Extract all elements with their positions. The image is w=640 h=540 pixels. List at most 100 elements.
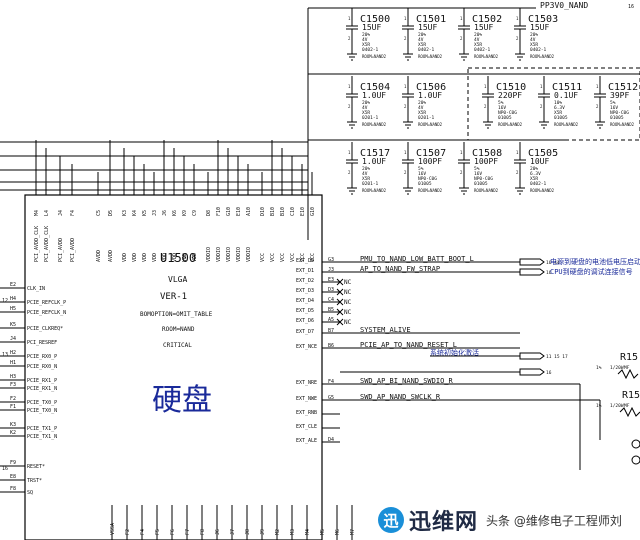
left-pin-name: PCIE_TX0_P — [27, 400, 57, 406]
resistor-spec: 1/20W — [610, 403, 624, 409]
capacitor-spec: 4V — [418, 37, 424, 43]
capacitor-pin-2: 2 — [596, 104, 599, 109]
capacitor-spec: 20% — [530, 32, 538, 38]
capacitor-spec: X5R — [554, 110, 562, 116]
capacitor-value: 15UF — [530, 23, 549, 32]
capacitor-pin-1: 1 — [540, 84, 543, 89]
capacitor-spec: 4V — [418, 105, 424, 111]
net-name: SWD_AP_NAND_SWCLK_R — [360, 393, 441, 401]
chip-critical: CRITICAL — [163, 342, 192, 349]
resistor-spec: 1% — [596, 365, 602, 371]
left-pin-number: H1 — [10, 360, 16, 366]
top-pin-name: PCI_AVDD — [58, 238, 64, 262]
top-pin-name: VDD — [142, 253, 148, 262]
capacitor-spec: 5% — [474, 166, 480, 172]
top-pin-name: VDDIO — [236, 247, 242, 262]
capacitor-spec: NP0-C0G — [498, 110, 517, 116]
capacitor-spec: 01005 — [418, 181, 432, 187]
right-pin-number: G5 — [328, 395, 334, 401]
capacitor-pin-1: 1 — [484, 84, 487, 89]
capacitor-value: 15UF — [362, 23, 381, 32]
capacitor-spec: X5R — [362, 42, 370, 48]
capacitor-spec: 16V — [474, 171, 482, 177]
capacitor-spec: X5R — [418, 42, 426, 48]
capacitor-spec: 4V — [362, 105, 368, 111]
left-pin-name: PCIE_REFCLK_P — [27, 300, 66, 306]
capacitor-spec: NP0-C0G — [418, 176, 437, 182]
power-rail-page-ref: 16 — [628, 4, 634, 10]
left-edge-ref: 16 — [2, 466, 8, 472]
resistor-symbol — [619, 406, 640, 418]
resistor-ref: R15 — [620, 352, 638, 363]
top-pin-number: J4 — [58, 210, 64, 216]
resistor-spec: MF — [624, 403, 630, 409]
capacitor-pin-2: 2 — [516, 36, 519, 41]
capacitor-pin-2: 2 — [348, 36, 351, 41]
capacitor-pin-1: 1 — [348, 84, 351, 89]
left-pin-number: H3 — [10, 374, 16, 380]
left-pin-name: PCIE_REFCLK_N — [27, 310, 66, 316]
top-pin-number: C5 — [96, 210, 102, 216]
capacitor-spec: 20% — [362, 166, 370, 172]
right-pin-number: D4 — [328, 437, 334, 443]
offpage-page-ref: 16 — [546, 270, 552, 276]
capacitor-pin-2: 2 — [348, 170, 351, 175]
capacitor-bank: 12C150015UF20%4VX5R0402-1ROOM=NAND212C15… — [346, 8, 638, 195]
net-name: SYSTEM_ALIVE — [360, 326, 411, 334]
capacitor-ref: C1505 — [528, 148, 558, 159]
capacitor-pin-2: 2 — [348, 104, 351, 109]
right-pin-name: EXT_D6 — [296, 318, 314, 324]
capacitor-pin-1: 1 — [460, 16, 463, 21]
capacitor-pin-1: 1 — [404, 84, 407, 89]
left-pin-number: K2 — [10, 430, 16, 436]
top-pin-number: K6 — [172, 210, 178, 216]
capacitor-value: 10UF — [530, 157, 549, 166]
chip-room: ROOM=NAND — [162, 326, 195, 333]
capacitor-spec: 20% — [418, 32, 426, 38]
top-pin-number: D10 — [260, 207, 266, 216]
bottom-pin-number: J9 — [260, 529, 266, 535]
top-pin-name: VCC — [290, 253, 296, 262]
top-pin-name: VDD — [122, 253, 128, 262]
capacitor-pin-1: 1 — [404, 16, 407, 21]
capacitor-value: 220PF — [498, 91, 522, 100]
capacitor-spec: 0402-1 — [530, 181, 547, 187]
bottom-pin-number: F6 — [170, 529, 176, 535]
net-name: SWD_AP_BI_NAND_SWDIO_R — [360, 377, 454, 385]
no-connect-mark — [336, 288, 344, 296]
offpage-arrow — [519, 258, 545, 266]
top-pin-number: E10 — [236, 207, 242, 216]
left-pin-name: PCIE_RX0_N — [27, 364, 57, 370]
top-pin-number: A10 — [246, 207, 252, 216]
capacitor-room: ROOM=NAND2 — [362, 188, 387, 193]
top-pin-number: G10 — [226, 207, 232, 216]
left-pin-number: F3 — [10, 382, 16, 388]
capacitor-pin-2: 2 — [404, 170, 407, 175]
bottom-pin-number: M6 — [335, 529, 341, 535]
top-pin-name: VDDIO — [216, 247, 222, 262]
annotation-cn: CPU到硬盘的调试连接信号 — [550, 267, 633, 276]
left-pin-number: E2 — [10, 282, 16, 288]
right-pin-name: EXT_D1 — [296, 268, 314, 274]
top-pin-name: VDD — [132, 253, 138, 262]
offpage-page-ref: 16 — [546, 370, 552, 376]
capacitor-spec: 5% — [418, 166, 424, 172]
capacitor-spec: NP0-C0G — [610, 110, 629, 116]
top-pin-name: VDD — [172, 253, 178, 262]
top-pin-number: B10 — [270, 207, 276, 216]
capacitor-spec: X5R — [362, 110, 370, 116]
top-pin-number: K3 — [122, 210, 128, 216]
annotation-cn: 电源到硬盘的电池低电压启动信号 — [550, 257, 640, 266]
top-pin-name: VCC — [280, 253, 286, 262]
no-connect-mark — [336, 278, 344, 286]
